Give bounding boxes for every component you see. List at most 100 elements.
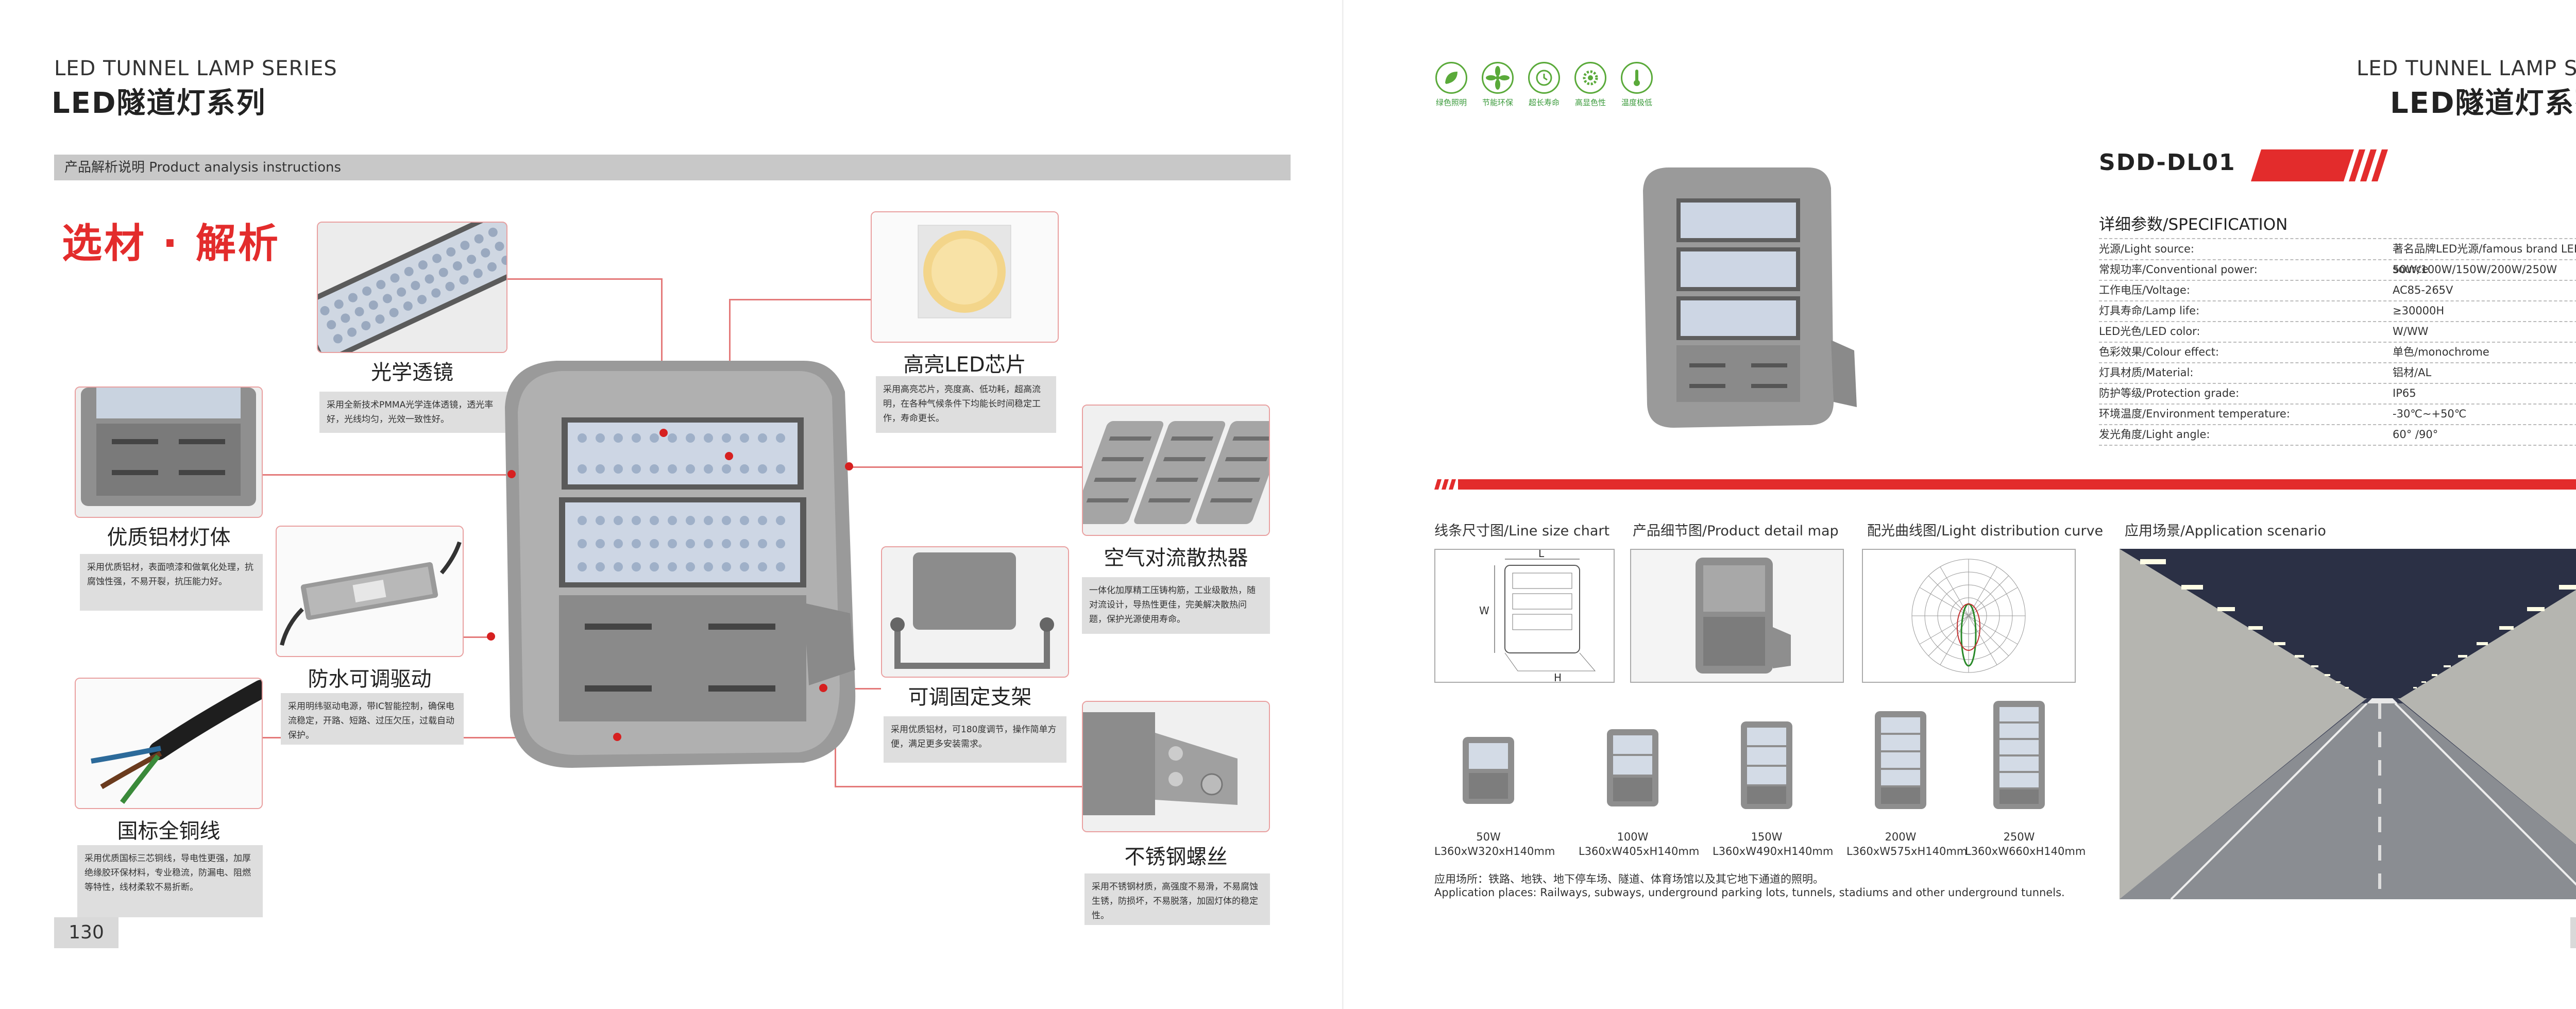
- marker-dot: [659, 429, 668, 437]
- spec-table: 光源/Light source:著名品牌LED光源/famous brand L…: [2099, 238, 2576, 446]
- model-red-stripe: [2251, 149, 2390, 181]
- clock-icon: [1528, 62, 1560, 94]
- connector-line: [263, 474, 510, 476]
- left-page: LED TUNNEL LAMP SERIES LED隧道灯系列 产品解析说明 P…: [52, 57, 1291, 948]
- spec-row: 常规功率/Conventional power:50W/100W/150W/20…: [2099, 260, 2576, 281]
- series-title-cn: LED隧道灯系列: [52, 87, 266, 120]
- section-bar: 产品解析说明 Product analysis instructions: [54, 155, 1291, 180]
- fan-icon: [1482, 62, 1514, 94]
- feature-title-driver: 防水可调驱动: [308, 667, 432, 691]
- bracket-photo: [881, 546, 1069, 678]
- feature-desc-bracket: 采用优质铝材，可180度调节，操作简单方便，满足更多安装需求。: [884, 716, 1066, 763]
- feature-desc-optical-lens: 采用全新技术PMMA光学连体透镜，透光率好，光线均匀，光效一致性好。: [319, 392, 510, 433]
- lamp-150w-image: [1736, 716, 1798, 814]
- leaf-icon: [1435, 62, 1467, 94]
- section-label-line-size: 线条尺寸图/Line size chart: [1434, 523, 1610, 539]
- eco-feature-energy: 节能环保: [1481, 62, 1515, 108]
- lamp-200w-image: [1870, 706, 1931, 814]
- section-label-detail-map: 产品细节图/Product detail map: [1633, 523, 1839, 539]
- feature-desc-copper-wire: 采用优质国标三芯铜线，导电性更强，加厚绝缘胶环保材料，专业稳流，防漏电、阻燃等特…: [77, 845, 263, 917]
- page-number-right: 131: [2570, 917, 2576, 948]
- analysis-heading: 选材 · 解析: [62, 221, 280, 267]
- feature-title-aluminum-body: 优质铝材灯体: [107, 526, 231, 549]
- spec-row: 色彩效果/Colour effect:单色/monochrome: [2099, 342, 2576, 363]
- eco-feature-temp: 温度极低: [1620, 62, 1654, 108]
- spec-row: 环境温度/Environment temperature:-30℃~+50℃: [2099, 404, 2576, 425]
- light-distribution-curve: [1862, 549, 2076, 683]
- connector-line: [850, 466, 1082, 468]
- feature-desc-led-chip: 采用高亮芯片，亮度高、低功耗，超高流明，在各种气候条件下均能长时间稳定工作，寿命…: [876, 376, 1056, 433]
- series-title-cn: LED隧道灯系列: [2390, 87, 2576, 120]
- application-cn: 应用场所：铁路、地铁、地下停车场、隧道、体育场馆以及其它地下通道的照明。: [1434, 873, 1824, 885]
- section-bar-label: 产品解析说明 Product analysis instructions: [64, 160, 342, 175]
- feature-desc-heatsink: 一体化加厚精工压铸构筋，工业级散热，随对流设计，导热性更佳，完美解决散热问题，保…: [1082, 577, 1270, 634]
- feature-title-copper-wire: 国标全铜线: [117, 819, 221, 843]
- eco-label: 高显色性: [1574, 98, 1606, 107]
- spec-row: LED光色/LED color:W/WW: [2099, 322, 2576, 343]
- product-photo: [1638, 165, 1865, 433]
- page-number-left: 130: [54, 917, 118, 948]
- feature-title-bracket: 可调固定支架: [908, 685, 1032, 709]
- feature-desc-aluminum-body: 采用优质铝材，表面喷漆和做氧化处理，抗腐蚀性强，不易开裂，抗压能力好。: [80, 554, 263, 611]
- marker-dot: [725, 452, 733, 460]
- feature-title-optical-lens: 光学透镜: [371, 361, 453, 384]
- copper-wire-photo: [75, 678, 263, 809]
- tunnel-scenario-photo: [2120, 549, 2576, 900]
- aluminum-body-photo: [75, 386, 263, 518]
- spec-title: 详细参数/SPECIFICATION: [2099, 215, 2288, 234]
- marker-dot: [613, 733, 621, 741]
- series-title-en: LED TUNNEL LAMP SERIES: [54, 57, 337, 80]
- driver-photo: [276, 526, 464, 657]
- spec-row: 防护等级/Protection grade:IP65: [2099, 383, 2576, 405]
- feature-title-screw: 不锈钢螺丝: [1124, 845, 1228, 869]
- lamp-250w-image: [1988, 696, 2050, 814]
- main-lamp-image: [495, 356, 866, 778]
- connector-line: [507, 278, 662, 280]
- gear-icon: [1574, 62, 1606, 94]
- eco-feature-life: 超长寿命: [1527, 62, 1561, 108]
- dim-label-h: H: [1554, 671, 1562, 682]
- marker-dot: [845, 462, 853, 470]
- red-divider: [1434, 479, 2576, 490]
- heatsink-photo: [1082, 405, 1270, 536]
- marker-dot: [487, 632, 495, 641]
- spec-row: 发光角度/Light angle:60° /90°: [2099, 425, 2576, 446]
- lamp-100w-image: [1602, 724, 1664, 812]
- spec-row: 光源/Light source:著名品牌LED光源/famous brand L…: [2099, 239, 2576, 275]
- series-title-en: LED TUNNEL LAMP SERIES: [2357, 57, 2576, 80]
- application-en: Application places: Railways, subways, u…: [1434, 886, 2065, 899]
- spec-row: 灯具寿命/Lamp life:≥30000H: [2099, 301, 2576, 322]
- dim-label-l: L: [1538, 550, 1545, 560]
- screw-photo: [1082, 701, 1270, 832]
- product-detail-map: [1630, 549, 1844, 683]
- eco-label: 温度极低: [1621, 98, 1652, 107]
- spec-row: 工作电压/Voltage:AC85-265V: [2099, 280, 2576, 301]
- optical-lens-photo: [317, 222, 507, 353]
- section-label-scenario: 应用场景/Application scenario: [2125, 523, 2326, 539]
- feature-desc-driver: 采用明纬驱动电源，带IC智能控制，确保电流稳定，开路、短路、过压欠压，过载自动保…: [281, 693, 464, 745]
- eco-label: 节能环保: [1482, 98, 1513, 107]
- feature-title-heatsink: 空气对流散热器: [1104, 546, 1248, 570]
- connector-line: [464, 636, 495, 638]
- feature-title-led-chip: 高亮LED芯片: [903, 353, 1026, 377]
- connector-line: [729, 299, 871, 300]
- line-size-chart: L W H: [1434, 547, 1615, 684]
- marker-dot: [819, 684, 827, 692]
- eco-feature-green: 绿色照明: [1434, 62, 1468, 108]
- section-label-light-curve: 配光曲线图/Light distribution curve: [1867, 523, 2104, 539]
- right-page: 绿色照明 节能环保 超长寿命 高显色性 温度极低 LED TUNNEL LAMP…: [1344, 0, 2576, 1009]
- dim-label-w: W: [1479, 604, 1489, 617]
- model-number: SDD-DL01: [2099, 149, 2236, 176]
- lamp-50w-image: [1458, 732, 1519, 809]
- thermometer-icon: [1621, 62, 1653, 94]
- connector-line: [835, 786, 1082, 787]
- eco-label: 超长寿命: [1528, 98, 1560, 107]
- led-chip-photo: [871, 211, 1059, 343]
- eco-label: 绿色照明: [1435, 98, 1467, 107]
- spec-row: 灯具材质/Material:铝材/AL: [2099, 363, 2576, 384]
